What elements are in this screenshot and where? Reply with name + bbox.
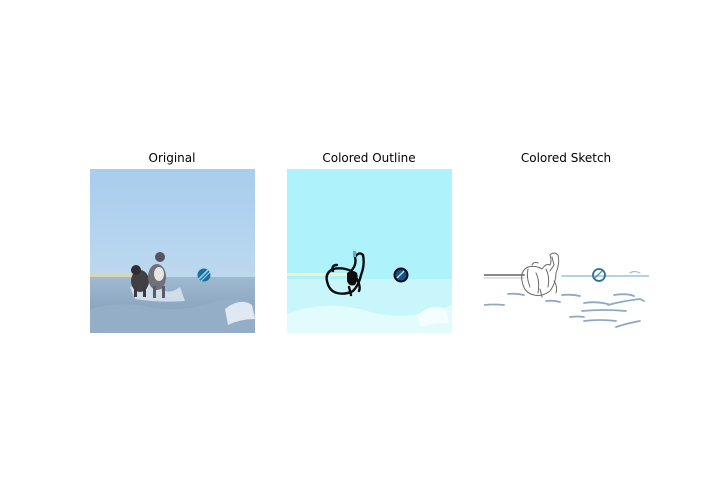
colored-outline-illustration xyxy=(287,169,452,333)
dog-right xyxy=(148,252,166,298)
ball-sketch xyxy=(592,268,606,282)
colored-sketch-illustration xyxy=(484,169,649,333)
ball-outline xyxy=(393,267,409,283)
light-splash xyxy=(417,306,449,327)
colored-outline-image xyxy=(287,169,452,333)
dogs-fill xyxy=(347,251,358,286)
dog-left xyxy=(131,265,149,297)
wave-strokes xyxy=(484,292,645,328)
panel-title-original: Original xyxy=(148,151,196,165)
panel-title-colored-sketch: Colored Sketch xyxy=(520,151,612,165)
panel-title-colored-outline: Colored Outline xyxy=(322,151,416,165)
wave xyxy=(90,298,255,333)
foam xyxy=(225,301,255,325)
dogs-outline xyxy=(325,252,365,297)
horizon-sand xyxy=(90,273,150,277)
colored-sketch-image xyxy=(484,169,649,333)
horizon-band xyxy=(287,273,347,276)
sky xyxy=(90,169,255,277)
original-image xyxy=(90,169,255,333)
dogs-sketch xyxy=(521,252,560,298)
ball xyxy=(197,268,211,282)
original-photo-illustration xyxy=(90,169,255,333)
light-waves xyxy=(287,305,452,333)
